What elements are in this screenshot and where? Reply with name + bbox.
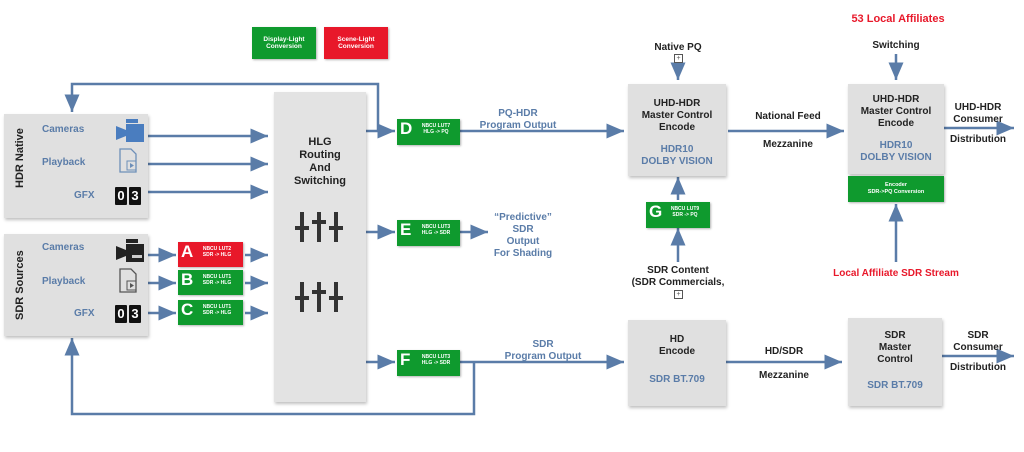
sdr-loop-line <box>64 338 476 416</box>
gfx-digit-icon: 3 <box>129 187 141 205</box>
gfx-digit-icon: 0 <box>115 187 127 205</box>
camera-icon <box>116 119 144 142</box>
hd-encode-format: SDR BT.709 <box>649 374 705 385</box>
hdr-cameras-label: Cameras <box>42 124 85 135</box>
hd-sdr-label: HD/SDR <box>764 346 804 357</box>
affiliates-title: 53 Local Affiliates <box>851 13 945 25</box>
sdr-cameras-label: Cameras <box>42 242 85 253</box>
national-feed-label: National Feed <box>755 111 821 122</box>
sdr-distribution-label: Distribution <box>949 362 1007 373</box>
fader-icon <box>295 282 343 312</box>
hd-mezzanine-label: Mezzanine <box>758 370 809 381</box>
legend-scene-light: Scene-Light Conversion <box>324 27 388 59</box>
sdr-sources-box: SDR Sources Cameras Playback GFX 0 3 <box>4 234 148 336</box>
hdr-native-title: HDR Native <box>14 128 26 188</box>
playback-file-icon <box>119 148 137 173</box>
camera-icon <box>116 239 144 262</box>
sdr-master-format: SDR BT.709 <box>867 380 923 391</box>
gfx-digit-icon: 3 <box>129 305 141 323</box>
native-pq-label: Native PQ <box>654 42 702 53</box>
hdr-loop-line <box>64 82 380 130</box>
gfx-digit-icon: 0 <box>115 305 127 323</box>
fader-icon <box>295 212 343 242</box>
hdr-gfx-label: GFX <box>74 190 95 201</box>
affiliate-sdr-stream-label: Local Affiliate SDR Stream <box>833 268 959 279</box>
sdr-playback-label: Playback <box>42 276 86 287</box>
playback-file-icon <box>119 268 137 293</box>
expand-icon[interactable]: + <box>674 54 683 63</box>
sdr-content-label: SDR Content(SDR Commercials, <box>631 265 725 288</box>
mezzanine-label: Mezzanine <box>762 139 813 150</box>
sdr-gfx-label: GFX <box>74 308 95 319</box>
expand-icon[interactable]: + <box>674 290 683 299</box>
hdr-playback-label: Playback <box>42 157 86 168</box>
switching-label: Switching <box>872 40 920 51</box>
uhd-distribution-label: Distribution <box>949 134 1007 145</box>
sdr-sources-title: SDR Sources <box>14 250 26 320</box>
hdr-native-box: HDR Native Cameras Playback GFX 0 3 <box>4 114 148 218</box>
legend-display-light: Display-Light Conversion <box>252 27 316 59</box>
